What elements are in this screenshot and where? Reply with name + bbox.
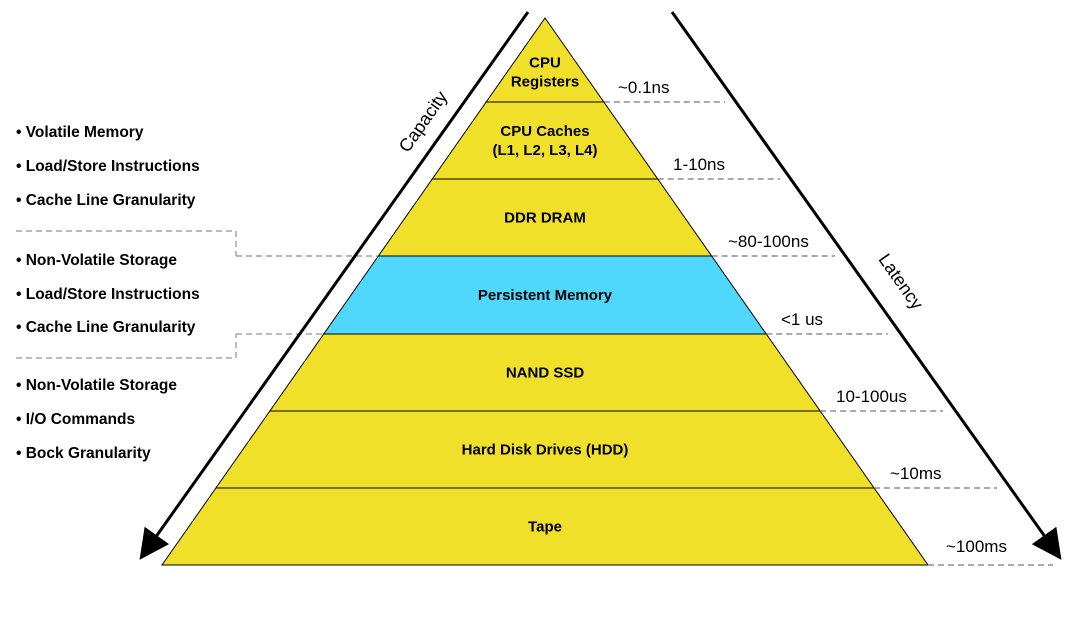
pyramid-layer: DDR DRAM: [377, 178, 713, 257]
latency-label: ~0.1ns: [618, 78, 670, 97]
latency-marker: 1-10ns: [657, 155, 780, 180]
group-item: • Load/Store Instructions: [16, 158, 200, 175]
group-item: • Non-Volatile Storage: [16, 377, 178, 394]
pyramid-layer: Tape: [161, 487, 929, 566]
latency-marker: ~0.1ns: [603, 78, 725, 103]
group-item: • Bock Granularity: [16, 445, 151, 462]
layer-label: (L1, L2, L3, L4): [492, 142, 597, 159]
group-item: • Cache Line Granularity: [16, 192, 196, 209]
layer-label: NAND SSD: [506, 365, 585, 382]
layer-label: CPU Caches: [500, 123, 589, 140]
group-item: • Volatile Memory: [16, 124, 144, 141]
group-item: • Load/Store Instructions: [16, 286, 200, 303]
pyramid-layer: Hard Disk Drives (HDD): [214, 410, 876, 489]
pyramid-layer: CPU Registers: [485, 17, 605, 103]
layer-label: Tape: [528, 519, 562, 536]
layer-label: Persistent Memory: [478, 287, 613, 304]
group-item: • Non-Volatile Storage: [16, 252, 178, 269]
latency-marker: ~80-100ns: [711, 232, 835, 257]
group-divider: [16, 333, 324, 359]
latency-label: ~10ms: [890, 464, 942, 483]
latency-axis-label: Latency: [875, 250, 928, 313]
pyramid-layer: Persistent Memory: [322, 255, 768, 335]
group-dividers: [16, 230, 379, 359]
latency-markers: ~0.1ns 1-10ns ~80-100ns <1 us 10-100us ~10ms ~…: [603, 78, 1053, 566]
latency-label: ~80-100ns: [728, 232, 809, 251]
pyramid-layer: NAND SSD: [268, 333, 822, 412]
latency-marker: 10-100us: [820, 387, 943, 412]
latency-label: ~100ms: [946, 537, 1007, 556]
group-divider: [16, 230, 379, 257]
latency-marker: ~100ms: [928, 537, 1053, 566]
layer-label: Hard Disk Drives (HDD): [462, 442, 629, 459]
layer-label: DDR DRAM: [504, 210, 586, 227]
group-item: • I/O Commands: [16, 411, 136, 428]
group-item: • Cache Line Granularity: [16, 319, 196, 336]
latency-arrow: [670, 11, 1062, 560]
layer-shape: [431, 101, 659, 180]
latency-label: 1-10ns: [673, 155, 725, 174]
latency-label: <1 us: [781, 310, 823, 329]
pyramid-layer: CPU Caches (L1, L2, L3, L4): [431, 101, 659, 180]
latency-marker: <1 us: [766, 310, 888, 335]
layer-label: CPU: [529, 55, 561, 72]
latency-label: 10-100us: [836, 387, 907, 406]
capacity-arrow: [139, 11, 530, 560]
capacity-axis-label: Capacity: [395, 87, 452, 156]
layer-label: Registers: [511, 74, 579, 91]
latency-marker: ~10ms: [874, 464, 997, 489]
